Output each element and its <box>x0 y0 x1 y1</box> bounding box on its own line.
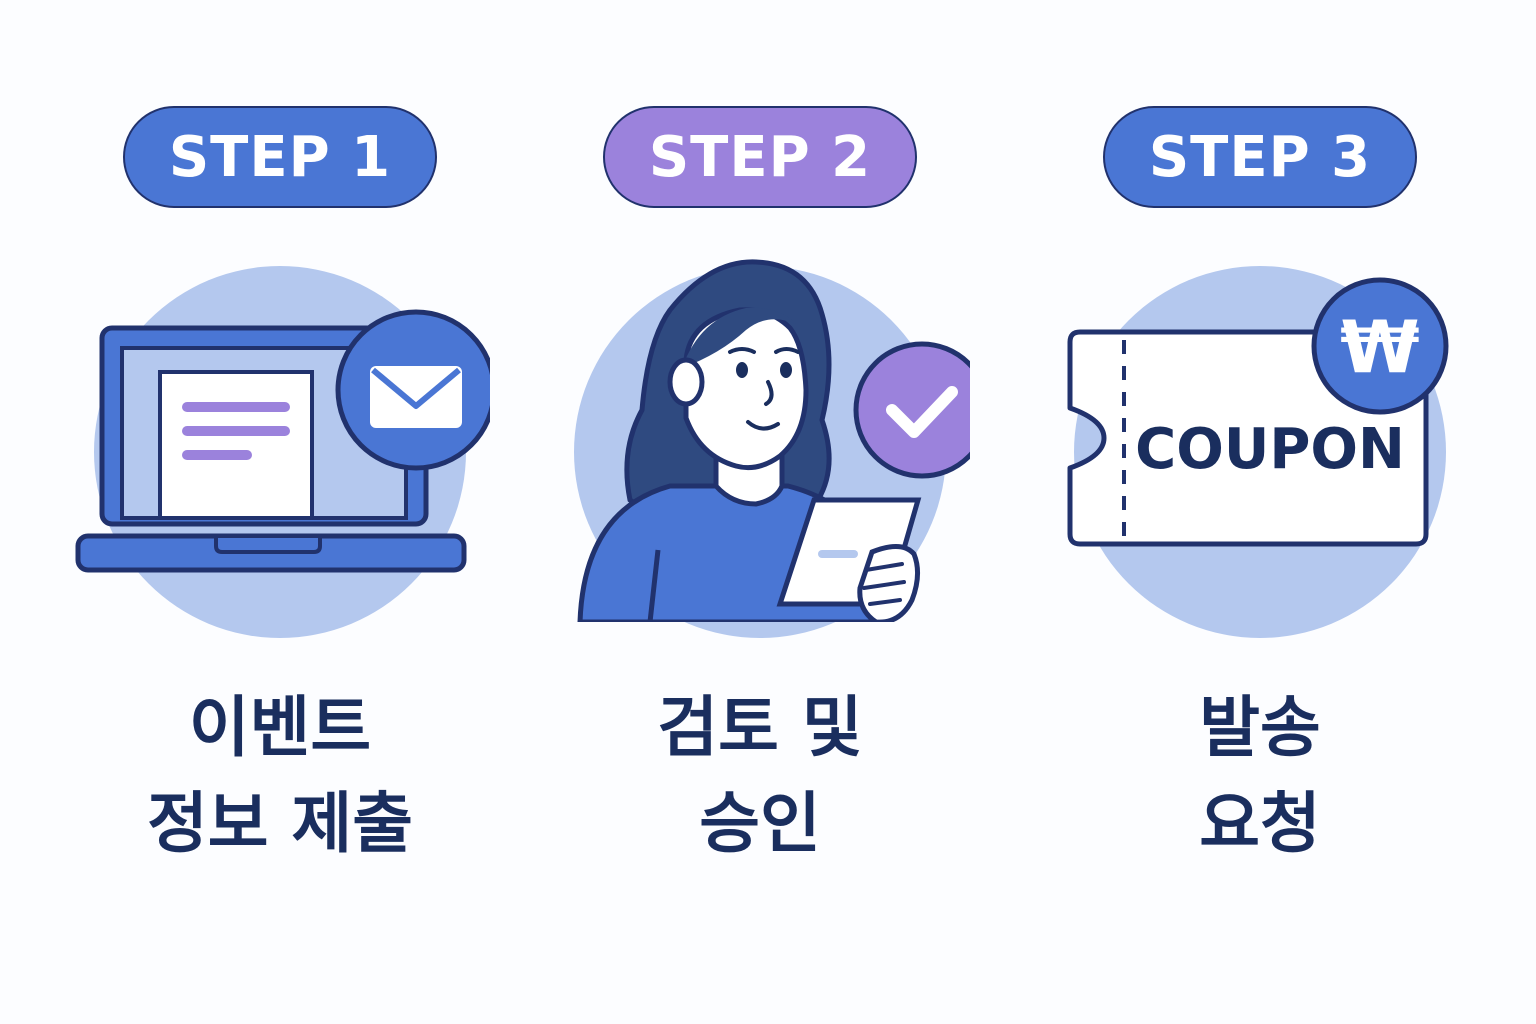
step-1: STEP 1 이벤트 정보 제출 <box>70 0 490 1024</box>
step-3-label: 발송 요청 <box>1199 689 1321 862</box>
checkmark-icon <box>853 341 970 479</box>
step-1-badge: STEP 1 <box>123 106 437 208</box>
coupon-won-icon: COUPON ₩ <box>1067 266 1449 638</box>
step-2-badge: STEP 2 <box>603 106 917 208</box>
laptop-mail-icon <box>75 266 490 638</box>
step-3: STEP 3 COUPON ₩ 발송 요청 <box>1050 0 1470 1024</box>
person-icon <box>577 259 922 622</box>
step-2-label: 검토 및 승인 <box>657 689 863 862</box>
step-1-label: 이벤트 정보 제출 <box>147 689 413 862</box>
reviewer-checkmark-icon <box>574 259 970 638</box>
mail-icon <box>335 309 490 471</box>
coupon-text: COUPON <box>1135 417 1405 482</box>
step-2: STEP 2 <box>550 0 970 1024</box>
currency-symbol: ₩ <box>1340 305 1419 389</box>
step-3-badge: STEP 3 <box>1103 106 1417 208</box>
won-currency-icon: ₩ <box>1311 277 1449 415</box>
